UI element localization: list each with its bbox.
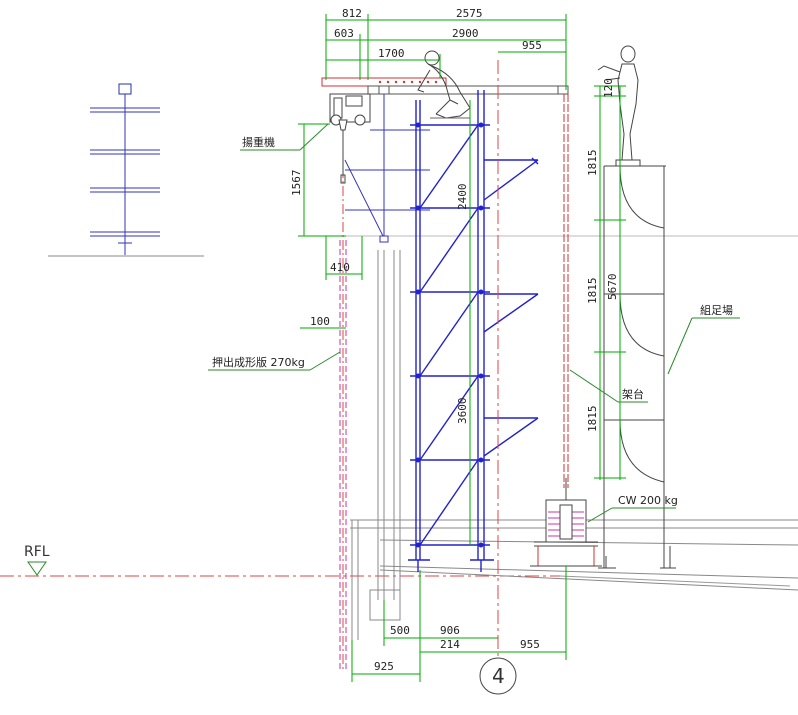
- hoist-label: 揚重機: [240, 123, 329, 151]
- dim-right-120: 120: [602, 78, 615, 98]
- dim-bottom-214: 214: [440, 638, 460, 651]
- dim-top-603: 603: [334, 27, 354, 40]
- scaffold-label: 組足場: [667, 304, 740, 375]
- panel-label-text: 押出成形版 270kg: [212, 355, 305, 369]
- grid-axis-label: 4: [492, 664, 505, 688]
- dim-bottom-925: 925: [374, 660, 394, 673]
- frame-post: [563, 94, 569, 500]
- dim-mid-3600: 3600: [456, 398, 469, 425]
- dim-bottom-500: 500: [390, 624, 410, 637]
- dim-top-812: 812: [342, 7, 362, 20]
- scaffold-clamps: [415, 122, 484, 548]
- detail-elevation-small: [48, 83, 204, 257]
- dimension-texts: 812 2575 603 2900 1700 955 120 1815 1815…: [290, 7, 619, 673]
- rfl-label: RFL: [24, 544, 50, 560]
- counterweight-label: CW 200 kg: [587, 494, 678, 523]
- grid-axis-bubble: [479, 657, 517, 695]
- counterweight-label-text: CW 200 kg: [618, 494, 678, 507]
- frame-label-text: 架台: [622, 387, 644, 401]
- rfl-level: RFL: [0, 544, 791, 587]
- dim-right-1815-c: 1815: [586, 406, 599, 433]
- dim-left-100: 100: [310, 315, 330, 328]
- counterweight: [530, 499, 602, 567]
- hoist-machine: [329, 93, 371, 175]
- dim-right-5670: 5670: [606, 274, 619, 301]
- dim-right-1815-a: 1815: [586, 150, 599, 177]
- dim-mid-2400: 2400: [456, 184, 469, 211]
- panel-label: 押出成形版 270kg: [208, 351, 341, 371]
- dim-right-1815-b: 1815: [586, 278, 599, 305]
- dim-top-2575: 2575: [456, 7, 483, 20]
- hoist-beam: [321, 77, 569, 95]
- worker-standing-figure: [597, 45, 641, 167]
- dim-top-955: 955: [522, 39, 542, 52]
- hoist-label-text: 揚重機: [242, 135, 275, 149]
- worker-kneeling-figure: [417, 50, 471, 119]
- building-slab: [346, 235, 798, 640]
- grid-axis-4: 4: [479, 60, 517, 695]
- extruded-panel: [339, 150, 347, 670]
- frame-label: 架台: [569, 369, 648, 403]
- dim-left-410: 410: [330, 261, 350, 274]
- level-marker-icon: [27, 561, 47, 576]
- scaffold-label-text: 組足場: [700, 304, 733, 317]
- dim-left-1567: 1567: [290, 170, 303, 197]
- dim-top-1700: 1700: [378, 47, 405, 60]
- dim-bottom-906: 906: [440, 624, 460, 637]
- dim-top-2900: 2900: [452, 27, 479, 40]
- scaffold-tower: [408, 90, 539, 572]
- existing-scaffold: [603, 165, 676, 569]
- floor-markers: [598, 546, 676, 569]
- dimension-lines: [298, 14, 626, 682]
- dim-bottom-955: 955: [520, 638, 540, 651]
